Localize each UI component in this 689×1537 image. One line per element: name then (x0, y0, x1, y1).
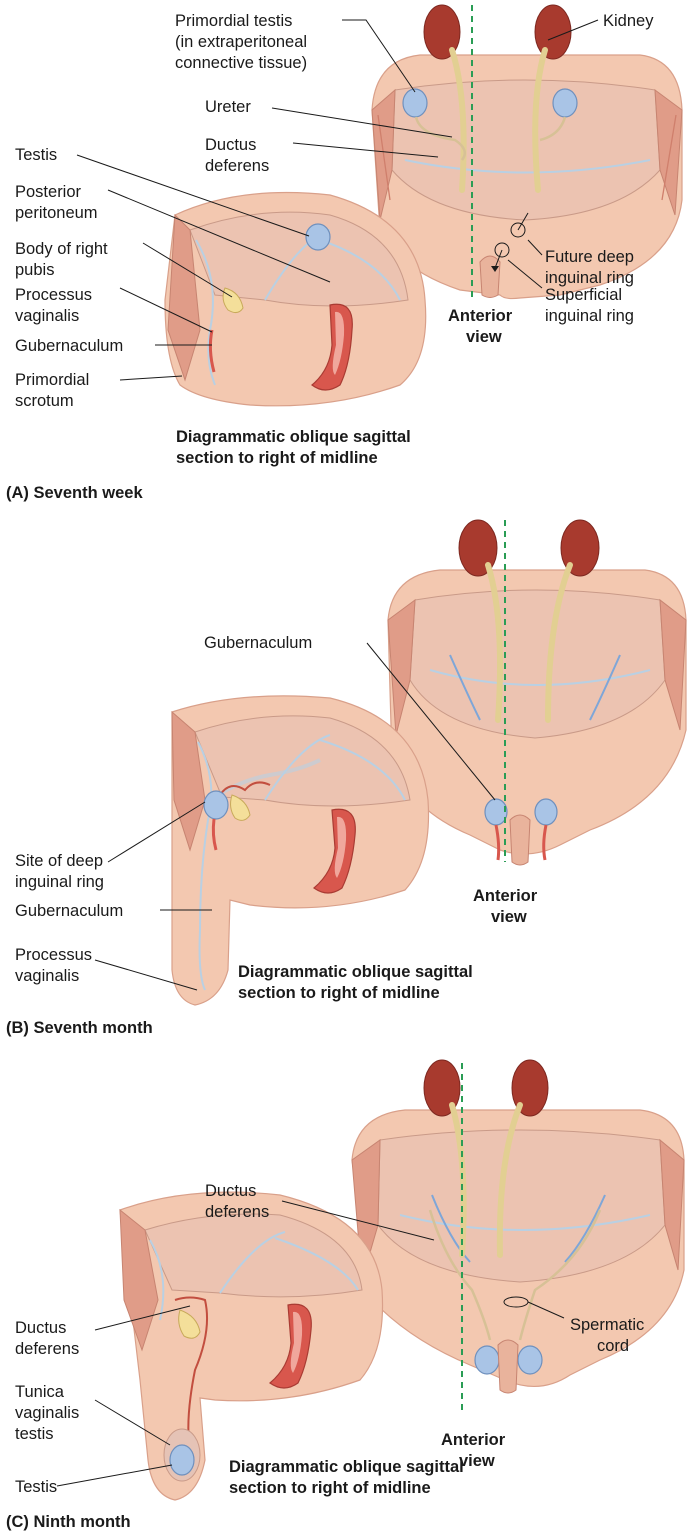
panel-b: Gubernaculum Site of deep inguinal ring … (6, 520, 686, 1037)
label-site-deep-2: inguinal ring (15, 873, 104, 891)
kidney-right-icon (535, 5, 571, 59)
label-section-c-1: Diagrammatic oblique sagittal (229, 1458, 464, 1476)
panel-b-sagittal-section (172, 696, 429, 1005)
label-primordial-scrotum-1: Primordial (15, 371, 89, 389)
caption-a: (A) Seventh week (6, 484, 143, 502)
label-anterior-a: Anterior (448, 307, 513, 325)
label-processus-b-1: Processus (15, 946, 92, 964)
label-future-deep-1: Future deep (545, 248, 634, 266)
label-processus-a-1: Processus (15, 286, 92, 304)
label-view-a: view (466, 328, 502, 346)
panel-a-sagittal-section (165, 193, 426, 406)
label-ductus-1: Ductus (205, 136, 256, 154)
label-anterior-c: Anterior (441, 1431, 506, 1449)
label-superficial-2: inguinal ring (545, 307, 634, 325)
label-gubernaculum-b-top: Gubernaculum (204, 634, 312, 652)
label-body-pubis-2: pubis (15, 261, 54, 279)
label-view-b: view (491, 908, 527, 926)
label-tunica-3: testis (15, 1425, 54, 1443)
label-primordial-testis-3: connective tissue) (175, 54, 307, 72)
panel-c-sagittal-section (120, 1192, 383, 1500)
testis-b-left (485, 799, 507, 825)
label-posterior-2: peritoneum (15, 204, 98, 222)
panel-a: Primordial testis (in extraperitoneal co… (6, 5, 682, 502)
label-section-c-2: section to right of midline (229, 1479, 431, 1497)
label-spermatic-2: cord (597, 1337, 629, 1355)
label-ductus-c-1: Ductus (15, 1319, 66, 1337)
panel-c: Ductus deferens Spermatic cord Ductus de… (6, 1060, 684, 1531)
label-tunica-1: Tunica (15, 1383, 65, 1401)
label-section-a-2: section to right of midline (176, 449, 378, 467)
label-testis-c: Testis (15, 1478, 57, 1496)
testis-c-icon (170, 1445, 194, 1475)
label-section-a-1: Diagrammatic oblique sagittal (176, 428, 411, 446)
label-spermatic-1: Spermatic (570, 1316, 644, 1334)
primordial-testis-left (403, 89, 427, 117)
label-processus-a-2: vaginalis (15, 307, 79, 325)
testis-b-right (535, 799, 557, 825)
label-processus-b-2: vaginalis (15, 967, 79, 985)
label-gubernaculum-a: Gubernaculum (15, 337, 123, 355)
label-primordial-scrotum-2: scrotum (15, 392, 74, 410)
panel-c-anterior-view (352, 1060, 684, 1415)
label-ureter: Ureter (205, 98, 251, 116)
label-primordial-testis-1: Primordial testis (175, 12, 292, 30)
panel-b-anterior-view (388, 520, 686, 865)
label-tunica-2: vaginalis (15, 1404, 79, 1422)
label-superficial-1: Superficial (545, 286, 622, 304)
label-testis-a: Testis (15, 146, 57, 164)
label-ductus-c-top-2: deferens (205, 1203, 269, 1221)
label-body-pubis-1: Body of right (15, 240, 108, 258)
label-gubernaculum-b: Gubernaculum (15, 902, 123, 920)
label-ductus-2: deferens (205, 157, 269, 175)
caption-c: (C) Ninth month (6, 1513, 131, 1531)
label-ductus-c-top-1: Ductus (205, 1182, 256, 1200)
label-kidney: Kidney (603, 12, 654, 30)
panel-a-anterior-view (372, 5, 682, 300)
label-section-b-2: section to right of midline (238, 984, 440, 1002)
testis-c-left (475, 1346, 499, 1374)
label-view-c: view (459, 1452, 495, 1470)
label-ductus-c-2: deferens (15, 1340, 79, 1358)
label-posterior-1: Posterior (15, 183, 82, 201)
label-section-b-1: Diagrammatic oblique sagittal (238, 963, 473, 981)
testis-a-icon (306, 224, 330, 250)
label-future-deep-2: inguinal ring (545, 269, 634, 287)
label-primordial-testis-2: (in extraperitoneal (175, 33, 307, 51)
caption-b: (B) Seventh month (6, 1019, 153, 1037)
testis-b-icon (204, 791, 228, 819)
testis-c-right (518, 1346, 542, 1374)
label-anterior-b: Anterior (473, 887, 538, 905)
label-site-deep-1: Site of deep (15, 852, 103, 870)
primordial-testis-right (553, 89, 577, 117)
